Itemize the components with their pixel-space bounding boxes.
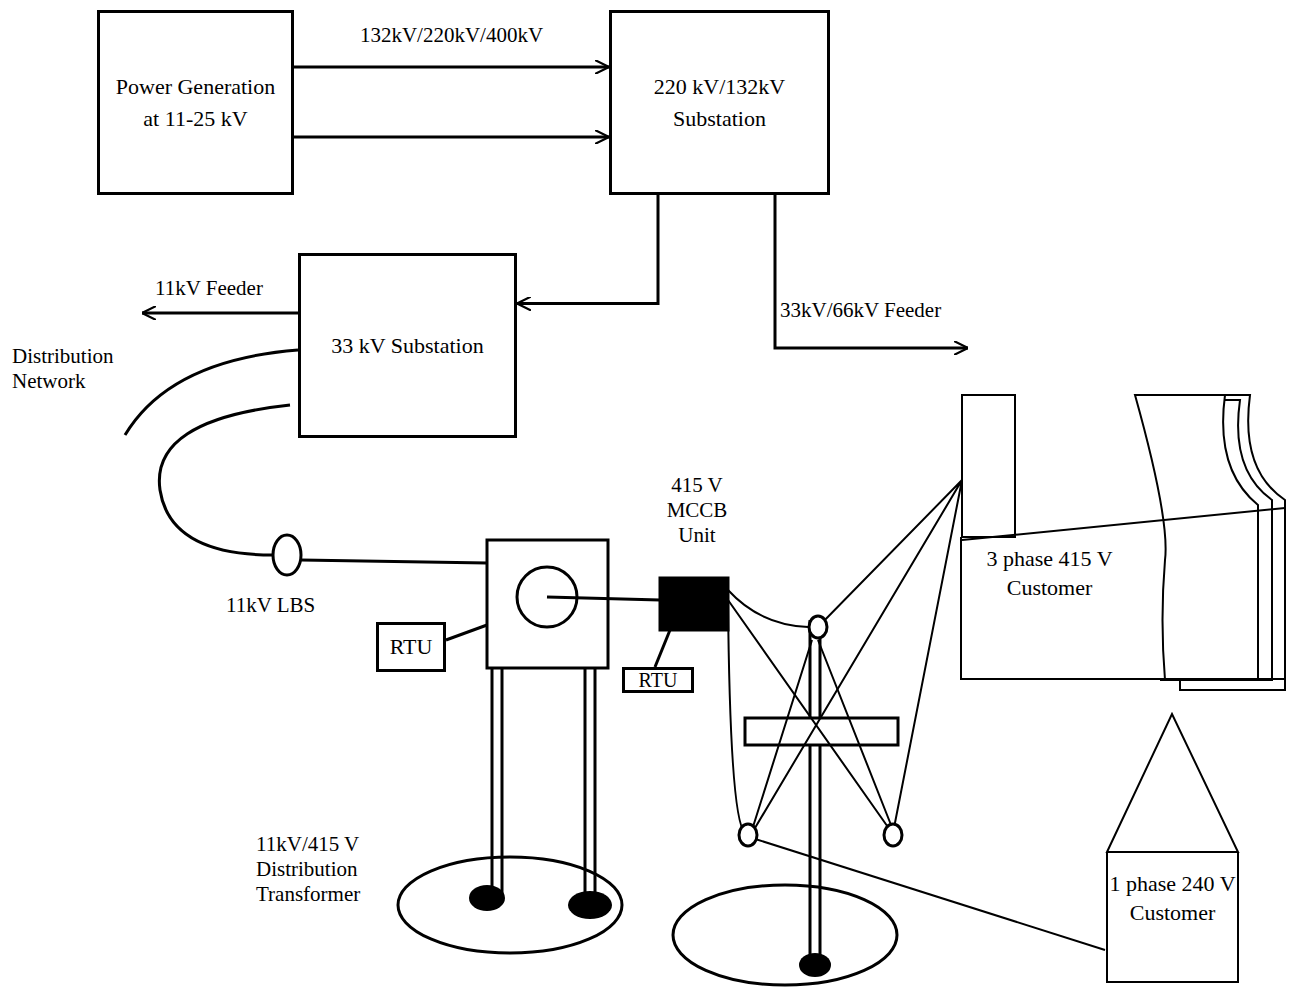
node-text: Power Generation at 11-25 kV [106, 71, 286, 135]
label: 11kV LBS [226, 593, 346, 618]
rtu-link [655, 630, 670, 667]
customer-building: 3 phase 415 V Customer [960, 537, 1285, 680]
label: 11kV Feeder [155, 276, 305, 301]
rtu-box: RTU [376, 622, 446, 672]
pole [810, 620, 820, 965]
cable [301, 560, 487, 563]
lbs-symbol [273, 535, 301, 575]
feeder-line [775, 195, 968, 348]
edge-label: 132kV/220kV/400kV [358, 23, 545, 48]
transformer-legs [492, 668, 595, 905]
mccb-unit [660, 578, 728, 630]
feed-arrow [517, 195, 658, 304]
substation-box: 220 kV/132kV Substation [609, 10, 830, 195]
label: Distribution Network [12, 344, 137, 394]
rtu-link [446, 625, 487, 640]
substation-box: 33 kV Substation [298, 253, 517, 438]
ground-pad [398, 857, 622, 953]
label: 415 V MCCB Unit [652, 473, 742, 549]
transformer-box [487, 540, 608, 668]
ground-pad [673, 885, 897, 985]
rtu-box: RTU [622, 667, 694, 693]
customer-house: 1 phase 240 V Customer [1105, 712, 1240, 984]
node-text: RTU [390, 631, 433, 663]
node-text: 3 phase 415 V Customer [972, 545, 1127, 602]
label: 33kV/66kV Feeder [780, 298, 1000, 323]
generation-box: Power Generation at 11-25 kV [97, 10, 294, 195]
feeder-line [142, 312, 298, 315]
node-text: 220 kV/132kV Substation [620, 71, 820, 135]
node-text: 1 phase 240 V Customer [1109, 870, 1236, 927]
lv-cable [547, 597, 660, 600]
feed-arrow [294, 136, 609, 139]
feed-arrow [294, 66, 609, 69]
label: 11kV/415 V Distribution Transformer [256, 832, 406, 908]
node-text: RTU [639, 670, 678, 690]
node-text: 33 kV Substation [331, 330, 483, 362]
cable [159, 405, 290, 555]
